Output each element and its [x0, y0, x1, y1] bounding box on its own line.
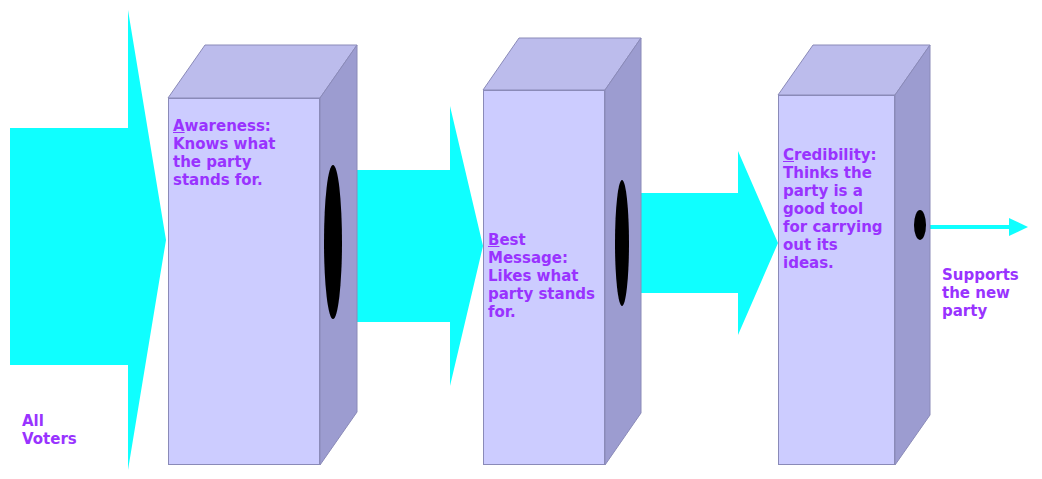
filter-hole: [914, 210, 926, 240]
process-box: Best Message: Likes what party stands fo…: [483, 90, 605, 465]
process-box: Credibility: Thinks the party is a good …: [778, 95, 895, 465]
box-side-face: [895, 45, 930, 465]
process-box: Awareness: Knows what the party stands f…: [168, 98, 320, 465]
filter-hole: [615, 180, 629, 306]
box-side-face: [605, 38, 641, 465]
input-arrow: [10, 10, 166, 470]
output-arrow-head: [1009, 218, 1028, 236]
flow-label: Supports the new party: [942, 266, 1038, 320]
filter-hole: [324, 165, 342, 319]
box-side-face: [320, 45, 357, 465]
flow-label: All Voters: [22, 412, 102, 448]
stage-text: Credibility: Thinks the party is a good …: [779, 96, 889, 272]
output-arrow-line: [928, 225, 1012, 229]
stage-text: Awareness: Knows what the party stands f…: [169, 99, 305, 189]
stage-text: Best Message: Likes what party stands fo…: [484, 91, 596, 321]
